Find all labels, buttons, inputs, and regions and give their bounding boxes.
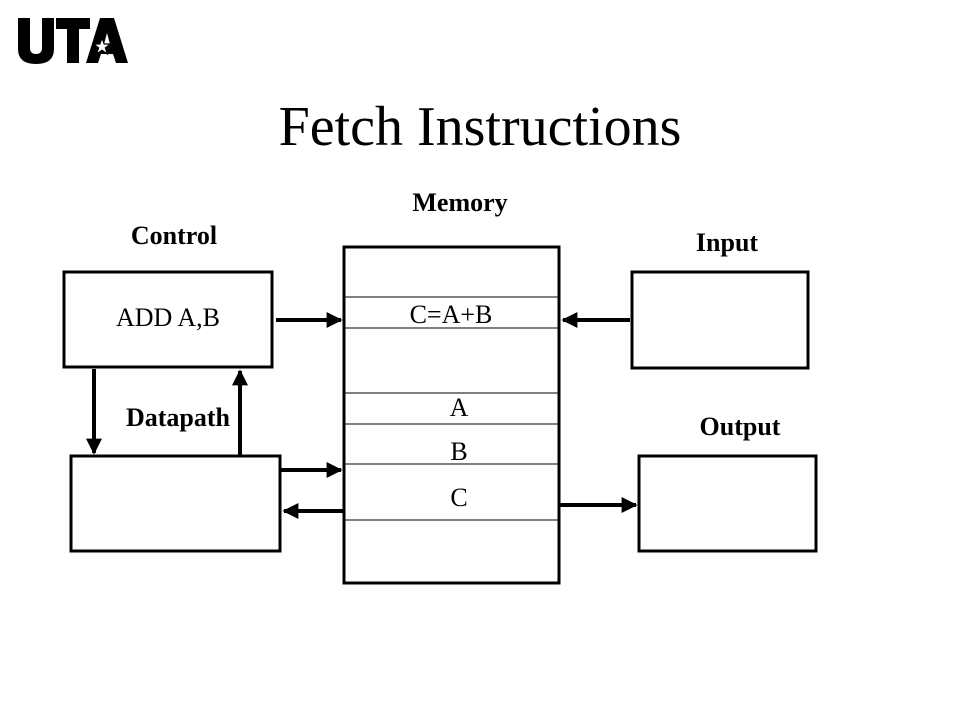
memory-cell-instruction: C=A+B: [410, 300, 493, 329]
memory-cell-c: C: [450, 483, 467, 512]
memory-box: [342, 245, 561, 585]
memory-label: Memory: [412, 188, 507, 217]
logo-letter-t: [56, 18, 90, 63]
logo-letter-a: [86, 18, 128, 63]
memory-cell-b: B: [450, 437, 467, 466]
output-box: [637, 454, 818, 553]
output-label: Output: [700, 412, 781, 441]
input-label: Input: [696, 228, 758, 257]
input-box: [630, 270, 810, 370]
datapath-box: [69, 454, 282, 553]
slide-title: Fetch Instructions: [278, 96, 682, 158]
memory-cell-a: A: [450, 393, 469, 422]
uta-logo: [18, 18, 128, 64]
logo-letter-u: [18, 18, 54, 64]
control-box: [62, 270, 274, 369]
datapath-label: Datapath: [126, 403, 231, 432]
star-icon: [91, 36, 113, 56]
control-label: Control: [131, 221, 217, 250]
control-instruction: ADD A,B: [116, 303, 220, 332]
